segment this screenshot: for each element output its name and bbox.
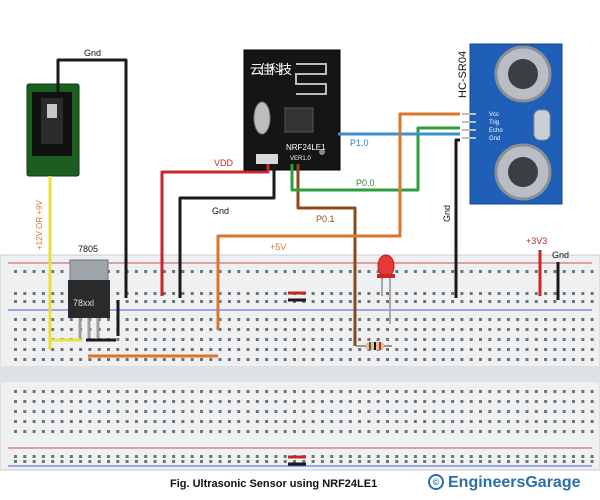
wire-5v (216, 112, 460, 330)
module-version: VER1.0 (290, 156, 311, 162)
dc-jack (26, 83, 80, 177)
copyright-icon: © (428, 474, 444, 490)
figure-caption: Fig. Ultrasonic Sensor using NRF24LE1 (170, 478, 378, 490)
gnd-label-sensor: Gnd (442, 205, 452, 222)
wires (48, 58, 560, 466)
wire-vdd (160, 164, 270, 296)
gnd-label-jack: Gnd (84, 48, 101, 58)
vdd-label: VDD (214, 158, 234, 168)
wire-p00 (290, 126, 460, 192)
wire-jack-gnd (56, 58, 128, 298)
p00-label: P0.0 (356, 178, 375, 188)
plus5v-label: +5V (270, 242, 286, 252)
brand-logo: ©EngineersGarage (428, 474, 581, 492)
plus3v3-label: +3V3 (526, 236, 547, 246)
module-model: NRF24LE1 (286, 143, 326, 152)
regulator-label: 7805 (78, 244, 98, 254)
nrf24le1-module (243, 49, 341, 171)
wire-module-gnd (178, 164, 276, 298)
sensor-pin-gnd: Gnd (489, 136, 500, 142)
led (377, 254, 395, 324)
wire-sensor-gnd (454, 138, 460, 298)
sensor-pin-echo: Echo (489, 128, 503, 134)
p01-label: P0.1 (316, 214, 335, 224)
supply-label: +12V OR +9V (35, 200, 44, 250)
gnd-label-module: Gnd (212, 206, 229, 216)
breadboard (0, 254, 600, 471)
brand-name: EngineersGarage (448, 474, 581, 491)
sensor-name-label: HC-SR04 (457, 51, 469, 98)
resistor (356, 342, 392, 350)
hc-sr04-sensor (462, 43, 563, 205)
wire-p01 (296, 164, 357, 346)
gnd-label-right: Gnd (552, 250, 569, 260)
sensor-pin-vcc: Vcc (489, 112, 499, 118)
regulator-marking: 78xxl (73, 298, 94, 308)
sensor-pin-trig: Trig (489, 120, 499, 126)
p10-label: P1.0 (350, 138, 369, 148)
voltage-regulator (68, 259, 110, 338)
module-chars: 云佳科技 (250, 63, 292, 78)
